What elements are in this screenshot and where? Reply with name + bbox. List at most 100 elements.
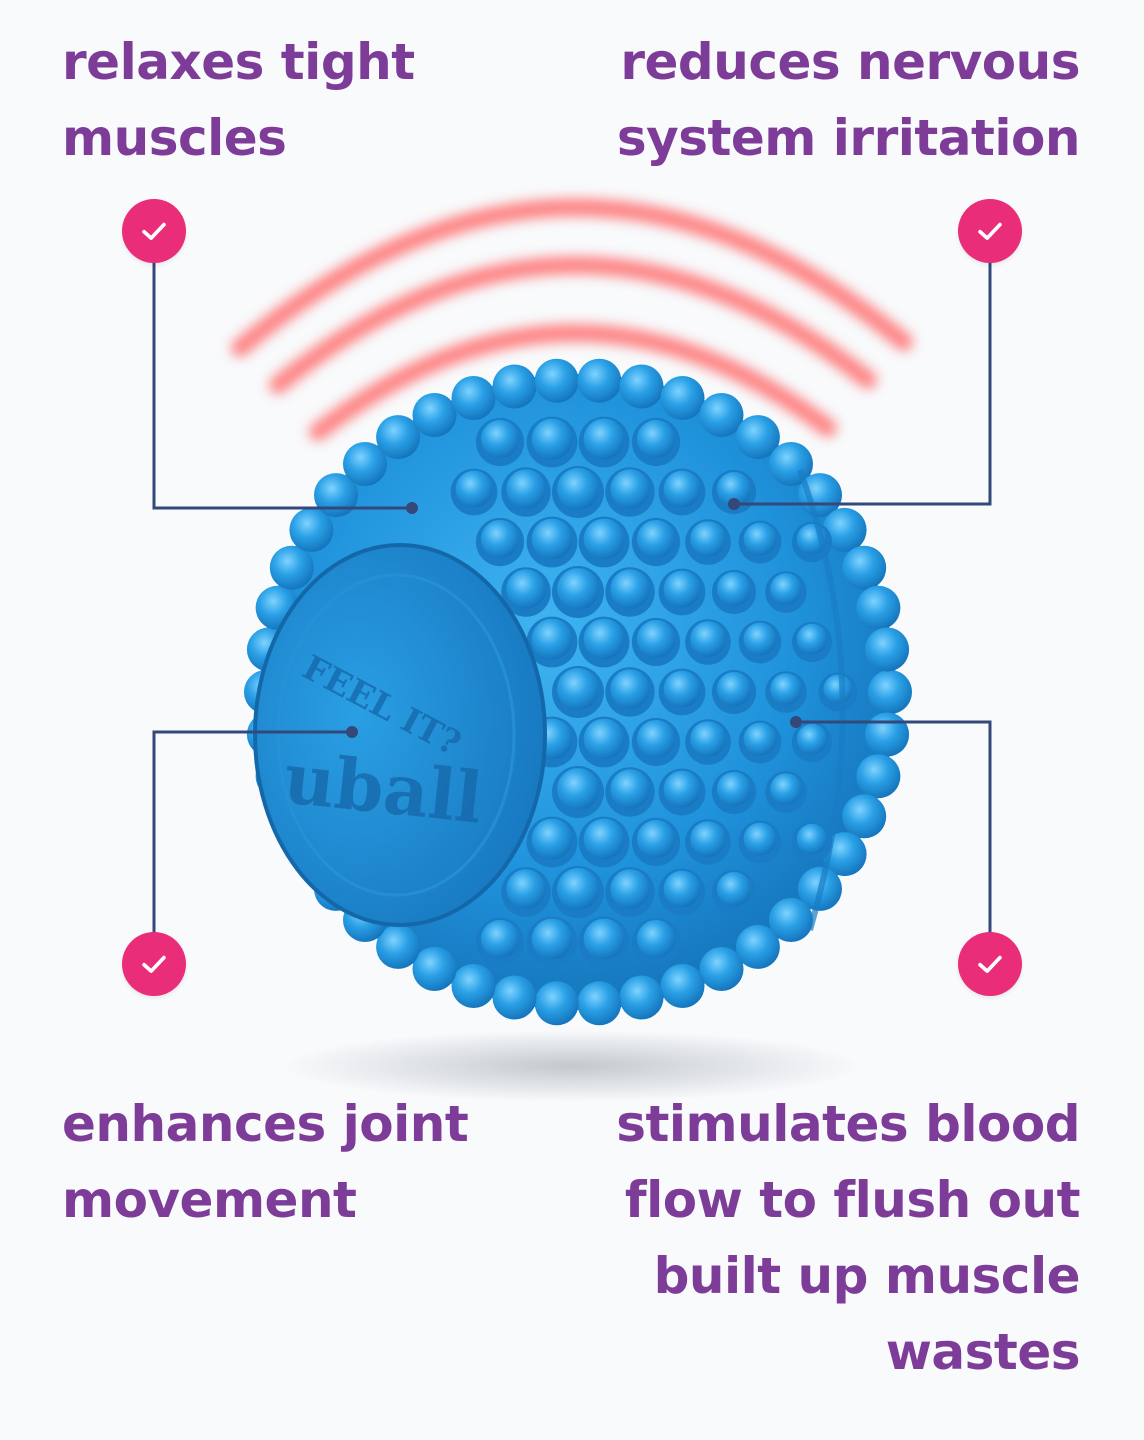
benefit-joint-movement: enhances joint movement [62, 1086, 469, 1238]
ball-nub [663, 870, 701, 908]
ball-nub [531, 918, 573, 960]
ball-nub [735, 924, 780, 969]
ball-nub [269, 545, 314, 590]
ball-nub-base [552, 766, 604, 818]
massage-ball: FEEL IT? uball [244, 358, 912, 1026]
ball-nub [690, 521, 726, 557]
ball-nub [269, 794, 314, 839]
ball-nub [822, 832, 867, 877]
ball-nub [506, 469, 546, 509]
ball-nub [492, 975, 537, 1020]
ball-nub [557, 668, 599, 710]
ball-nub-base [578, 416, 630, 468]
ball-nub [743, 722, 777, 756]
ball-nub-base [552, 666, 604, 718]
ball-nub [636, 619, 676, 659]
ball-nub [619, 975, 664, 1020]
ball-nub [716, 671, 752, 707]
ball-nub-base [605, 567, 655, 617]
ball-nub-base [818, 672, 858, 712]
ball-nub [716, 571, 752, 607]
ball-nub [610, 869, 650, 909]
ball-nub-base [791, 521, 833, 563]
ball-nub [663, 570, 701, 608]
ball-nub [255, 585, 300, 630]
ball-nub [343, 442, 387, 486]
ball-nub-base [711, 669, 757, 715]
ball-nub [690, 721, 726, 757]
ball-nub-base [526, 616, 578, 668]
ball-nub [735, 415, 780, 460]
ball-nub [531, 818, 573, 860]
ball-nub [796, 823, 828, 855]
ball-nub-base [450, 468, 498, 516]
ball-nub [636, 519, 676, 559]
ball-nub [716, 471, 752, 507]
ball-nub-base [501, 567, 551, 617]
ball-nub [663, 670, 701, 708]
ball-nub [451, 376, 496, 420]
ball-nub [583, 618, 625, 660]
benefit-relaxes-muscles: relaxes tight muscles [62, 24, 415, 176]
ball-nub [770, 773, 802, 805]
ball-nub [610, 569, 650, 609]
ball-nub-base [578, 716, 630, 768]
ball-nub-base [631, 617, 681, 667]
svg-text:uball: uball [280, 736, 486, 839]
ball-nub [716, 771, 752, 807]
ball-nub [583, 718, 625, 760]
ball-nub-base [658, 568, 706, 616]
ball-nub [868, 670, 912, 714]
ball-nub [690, 821, 726, 857]
ball-nub [699, 947, 744, 991]
benefit-reduces-irritation: reduces nervous system irritation [617, 24, 1081, 176]
check-icon [958, 199, 1022, 263]
ball-nub [480, 919, 520, 959]
ball-nub-base [526, 416, 578, 468]
check-icon [958, 932, 1022, 996]
ball-nub-base [501, 867, 551, 917]
ball-nub-base [765, 671, 807, 713]
ball-nub [798, 866, 842, 911]
svg-text:FEEL IT?: FEEL IT? [296, 648, 467, 764]
ball-nub [699, 393, 744, 437]
ball-nub [610, 469, 650, 509]
ball-nub [583, 518, 625, 560]
ball-nub [255, 754, 300, 799]
ball-nub-base [711, 469, 757, 515]
ball-nub-base [711, 769, 757, 815]
ball-nub [610, 769, 650, 809]
ball-nub-base [658, 868, 706, 916]
benefit-line: movement [62, 1171, 357, 1229]
ball-nub-base [475, 917, 525, 967]
ball-nub [636, 919, 676, 959]
ball-nub [376, 924, 421, 969]
ball-nub [823, 674, 853, 704]
ball-nub [583, 918, 625, 960]
ball-nub [743, 522, 777, 556]
ball-nub [636, 819, 676, 859]
ball-nub [583, 418, 625, 460]
ball-nub [770, 673, 802, 705]
ball-nub-base [526, 916, 578, 968]
ball-nub-base [685, 719, 731, 765]
ball-nub [246, 712, 291, 757]
connector-lines [152, 232, 992, 964]
ball-nub [636, 719, 676, 759]
benefit-line: enhances joint [62, 1095, 469, 1153]
benefit-line: flow to flush out [624, 1171, 1081, 1229]
ball-nub [743, 622, 777, 656]
ball-nub [506, 569, 546, 609]
ball-embossed-logo: FEEL IT? uball [280, 648, 486, 840]
ball-nub-base [605, 867, 655, 917]
ball-nub-base [631, 417, 681, 467]
ball-nub [856, 754, 901, 799]
ball-nub [822, 507, 867, 552]
ball-nub [769, 442, 813, 486]
ball-nub-base [631, 517, 681, 567]
ball-nub-base [526, 716, 578, 768]
ball-nub-base [578, 616, 630, 668]
benefit-line: wastes [885, 1323, 1081, 1381]
ball-nub [865, 627, 910, 672]
ball-nub-base [526, 816, 578, 868]
